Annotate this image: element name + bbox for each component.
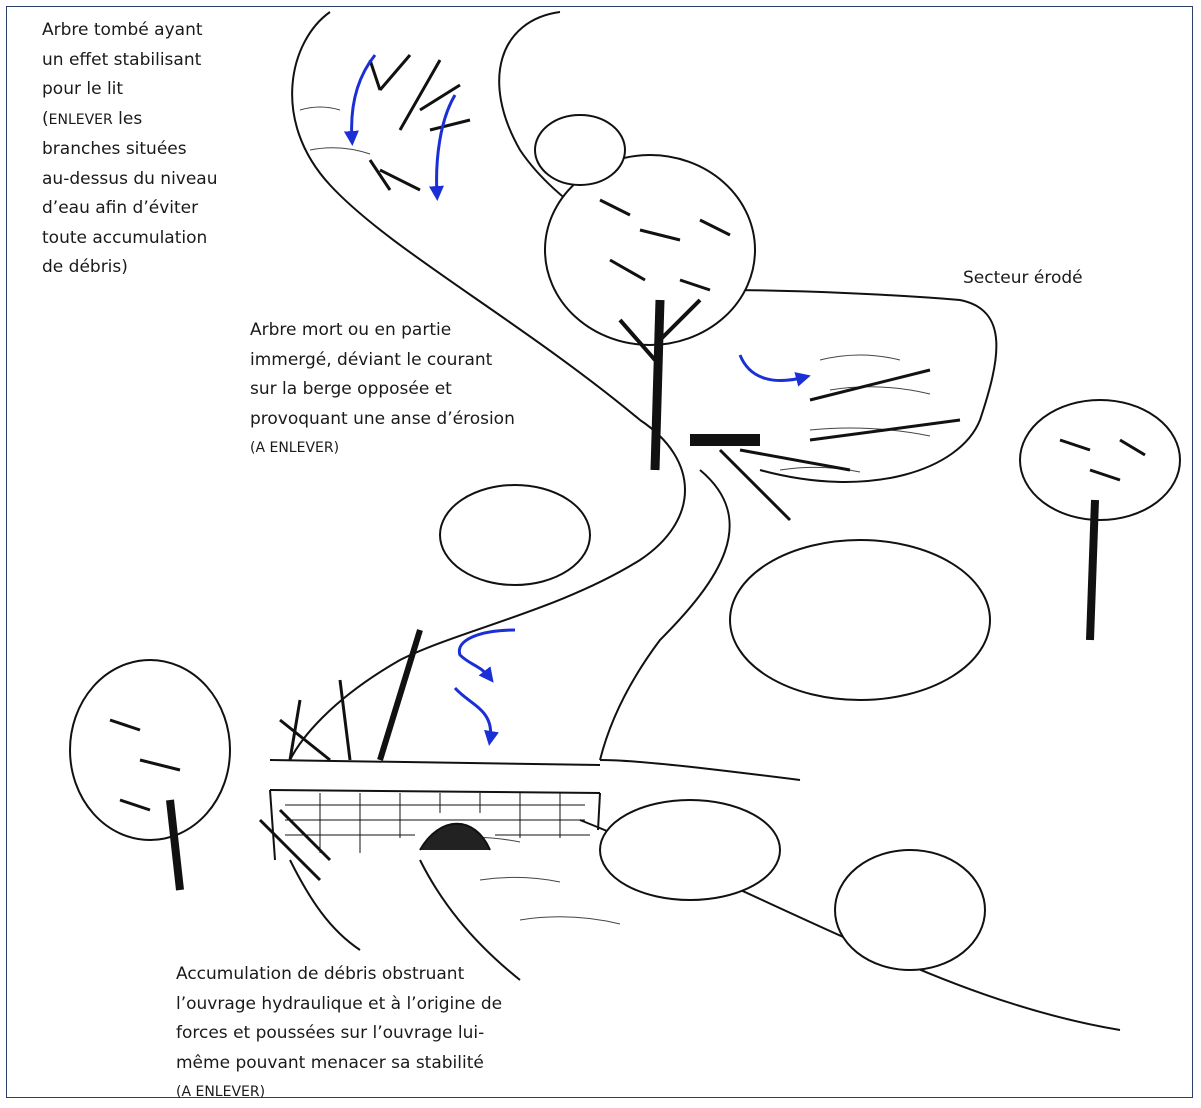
tree-icon [545, 155, 755, 470]
tree-icon [1020, 400, 1180, 640]
annotation-fallen-tree: Arbre tombé ayant un effet stabilisant p… [42, 16, 218, 283]
annotation-line: Accumulation de débris obstruant [176, 960, 502, 990]
annotation-line: de débris) [42, 253, 218, 283]
bridge-icon [270, 760, 600, 860]
flow-arrow-icon [740, 355, 805, 381]
flow-arrow-icon [459, 630, 515, 678]
flow-arrow-icon [455, 688, 491, 740]
annotation-line: toute accumulation [42, 224, 218, 254]
annotation-line: d’eau afin d’éviter [42, 194, 218, 224]
annotation-line: même pouvant menacer sa stabilité [176, 1049, 502, 1079]
action-enlever: ENLEVER [49, 112, 113, 128]
trees [70, 115, 1180, 970]
annotation-line: l’ouvrage hydraulique et à l’origine de [176, 990, 502, 1020]
annotation-tag: (A ENLEVER) [176, 1078, 502, 1108]
annotation-line: Arbre mort ou en partie [250, 316, 515, 346]
annotation-line: immergé, déviant le courant [250, 346, 515, 376]
annotation-debris: Accumulation de débris obstruant l’ouvra… [176, 960, 502, 1108]
annotation-text: les [113, 109, 142, 129]
annotation-line: branches situées [42, 135, 218, 165]
annotation-eroded-sector: Secteur érodé [963, 264, 1083, 294]
annotation-line: pour le lit [42, 75, 218, 105]
annotation-line: un effet stabilisant [42, 46, 218, 76]
annotation-tag: (A ENLEVER) [250, 434, 515, 464]
annotation-line: au-dessus du niveau [42, 165, 218, 195]
annotation-line: Secteur érodé [963, 264, 1083, 294]
tree-icon [70, 660, 230, 890]
flow-arrow-icon [437, 95, 455, 195]
annotation-line: provoquant une anse d’érosion [250, 405, 515, 435]
annotation-line: Arbre tombé ayant [42, 16, 218, 46]
annotation-line: sur la berge opposée et [250, 375, 515, 405]
annotation-dead-tree: Arbre mort ou en partie immergé, déviant… [250, 316, 515, 464]
annotation-line: forces et poussées sur l’ouvrage lui- [176, 1019, 502, 1049]
paren-open: ( [42, 109, 49, 129]
